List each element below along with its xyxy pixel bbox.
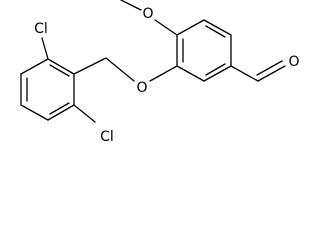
bond-ring1-a bbox=[47, 58, 75, 75]
chemical-structure-diagram: Cl Cl O O O bbox=[20, 0, 300, 145]
bond-ring1-d bbox=[20, 104, 49, 121]
bond-ring2-b bbox=[203, 19, 232, 36]
bond-ring2-cho bbox=[230, 65, 259, 82]
dichlorophenyl-ring bbox=[20, 58, 75, 121]
bond-cl-top bbox=[41, 37, 49, 60]
bond-ring2-e bbox=[176, 65, 205, 82]
bond-ring2-d bbox=[203, 65, 232, 82]
bond-cho-o-2 bbox=[256, 60, 283, 76]
bond-cl-bottom bbox=[73, 104, 96, 123]
bond-ring2-a bbox=[176, 19, 205, 36]
bond-ring1-f bbox=[20, 58, 49, 75]
bond-ring1-ch2 bbox=[73, 57, 107, 75]
chlorine-top-label: Cl bbox=[34, 21, 48, 37]
ether-oxygen-label: O bbox=[136, 80, 147, 96]
bond-ring2-ome bbox=[154, 19, 178, 36]
bond-ring2-double-1 bbox=[205, 25, 226, 38]
bond-ring2-double-2 bbox=[205, 63, 226, 76]
bond-ome-methyl bbox=[120, 0, 142, 11]
bond-o-ring2 bbox=[149, 65, 178, 82]
bond-ring1-c bbox=[47, 104, 75, 121]
bond-cho-o-1 bbox=[257, 65, 286, 82]
benzaldehyde-ring bbox=[176, 19, 232, 82]
bond-ch2-o bbox=[105, 57, 135, 82]
bond-ring1-double-2 bbox=[49, 102, 70, 115]
chlorine-bottom-label: Cl bbox=[100, 129, 114, 145]
methoxy-oxygen-label: O bbox=[142, 6, 153, 22]
bond-ring1-double-1 bbox=[49, 64, 70, 77]
aldehyde-oxygen-label: O bbox=[288, 54, 299, 70]
